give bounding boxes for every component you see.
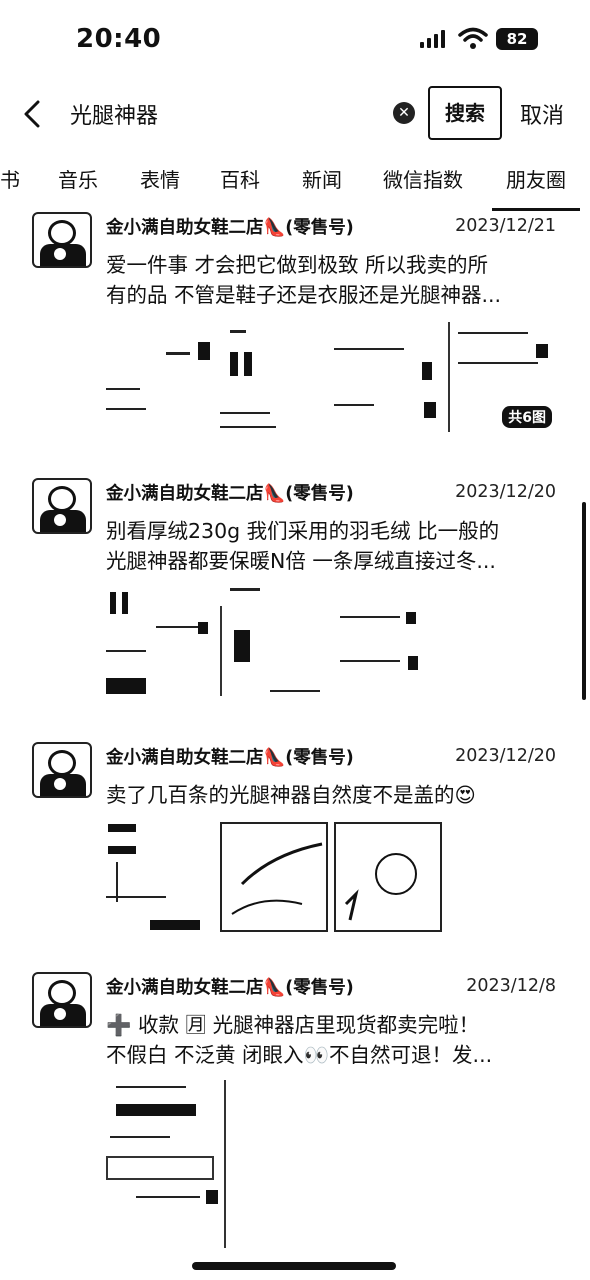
post-images	[106, 586, 442, 696]
cellular-signal-icon	[420, 30, 445, 48]
post-image[interactable]	[334, 822, 442, 932]
tab-news[interactable]: 新闻	[302, 168, 342, 192]
post-image[interactable]	[106, 322, 214, 432]
post-author[interactable]: 金小满自助女鞋二店👠(零售号)	[106, 748, 354, 768]
post-image[interactable]	[220, 822, 328, 932]
tab-book[interactable]: 书	[0, 168, 20, 192]
post-date: 2023/12/20	[455, 746, 556, 766]
search-bar: 光腿神器 ✕ 搜索 取消	[0, 80, 590, 150]
search-input[interactable]: 光腿神器	[70, 104, 159, 129]
post-date: 2023/12/21	[455, 216, 556, 236]
active-tab-indicator	[492, 208, 580, 211]
cancel-button[interactable]: 取消	[520, 104, 565, 129]
post-text-line: 卖了几百条的光腿神器自然度不是盖的😍	[106, 783, 476, 807]
post-image[interactable]	[334, 586, 442, 696]
post-text-line: 爱一件事 才会把它做到极致 所以我卖的所	[106, 253, 489, 277]
post-image[interactable]	[106, 586, 214, 696]
post-image[interactable]	[220, 586, 328, 696]
tab-stickers[interactable]: 表情	[140, 168, 180, 192]
tab-music[interactable]: 音乐	[58, 168, 98, 192]
post-text[interactable]: 别看厚绒230g 我们采用的羽毛绒 比一般的 光腿神器都要保暖N倍 一条厚绒直接…	[106, 516, 561, 576]
moment-post[interactable]: 金小满自助女鞋二店👠(零售号) 2023/12/20 卖了几百条的光腿神器自然度…	[0, 742, 590, 942]
image-count-badge: 共6图	[502, 406, 552, 428]
status-bar: 20:40 82	[0, 0, 590, 80]
post-images	[106, 1080, 228, 1248]
tab-wechat-index[interactable]: 微信指数	[383, 168, 463, 192]
post-image[interactable]	[106, 1080, 228, 1248]
post-author[interactable]: 金小满自助女鞋二店👠(零售号)	[106, 484, 354, 504]
moment-post[interactable]: 金小满自助女鞋二店👠(零售号) 2023/12/20 别看厚绒230g 我们采用…	[0, 478, 590, 718]
avatar[interactable]	[32, 742, 92, 798]
home-indicator[interactable]	[192, 1262, 396, 1270]
wifi-icon	[458, 27, 488, 49]
post-text[interactable]: 卖了几百条的光腿神器自然度不是盖的😍	[106, 780, 561, 810]
post-text-line: 有的品 不管是鞋子还是衣服还是光腿神器...	[106, 283, 502, 307]
post-date: 2023/12/8	[466, 976, 556, 996]
avatar[interactable]	[32, 972, 92, 1028]
status-time: 20:40	[76, 24, 162, 54]
post-text[interactable]: ➕ 收款 🈷 光腿神器店里现货都卖完啦！ 不假白 不泛黄 闭眼入👀不自然可退！发…	[106, 1010, 561, 1070]
post-image[interactable]	[106, 822, 214, 932]
post-author[interactable]: 金小满自助女鞋二店👠(零售号)	[106, 218, 354, 238]
post-image[interactable]	[334, 322, 442, 432]
post-text-line: 不假白 不泛黄 闭眼入👀不自然可退！发...	[106, 1043, 493, 1067]
moment-post[interactable]: 金小满自助女鞋二店👠(零售号) 2023/12/21 爱一件事 才会把它做到极致…	[0, 212, 590, 452]
back-arrow-icon[interactable]	[14, 94, 54, 134]
post-images: 共6图	[106, 322, 556, 432]
scrollbar[interactable]	[582, 502, 586, 700]
category-tabs: 书 音乐 表情 百科 新闻 微信指数 朋友圈	[0, 150, 590, 212]
post-date: 2023/12/20	[455, 482, 556, 502]
moment-post[interactable]: 金小满自助女鞋二店👠(零售号) 2023/12/8 ➕ 收款 🈷 光腿神器店里现…	[0, 972, 590, 1257]
post-images	[106, 822, 442, 932]
post-image[interactable]: 共6图	[448, 322, 556, 432]
post-image[interactable]	[220, 322, 328, 432]
battery-icon: 82	[496, 28, 538, 50]
post-text-line: 别看厚绒230g 我们采用的羽毛绒 比一般的	[106, 519, 500, 543]
post-text-line: 光腿神器都要保暖N倍 一条厚绒直接过冬...	[106, 549, 496, 573]
post-text-line: ➕ 收款 🈷 光腿神器店里现货都卖完啦！	[106, 1013, 480, 1037]
post-author[interactable]: 金小满自助女鞋二店👠(零售号)	[106, 978, 354, 998]
avatar[interactable]	[32, 478, 92, 534]
post-text[interactable]: 爱一件事 才会把它做到极致 所以我卖的所 有的品 不管是鞋子还是衣服还是光腿神器…	[106, 250, 561, 310]
tab-wiki[interactable]: 百科	[220, 168, 260, 192]
tab-moments[interactable]: 朋友圈	[506, 168, 566, 192]
clear-search-icon[interactable]: ✕	[393, 102, 415, 124]
search-button[interactable]: 搜索	[428, 86, 502, 140]
avatar[interactable]	[32, 212, 92, 268]
